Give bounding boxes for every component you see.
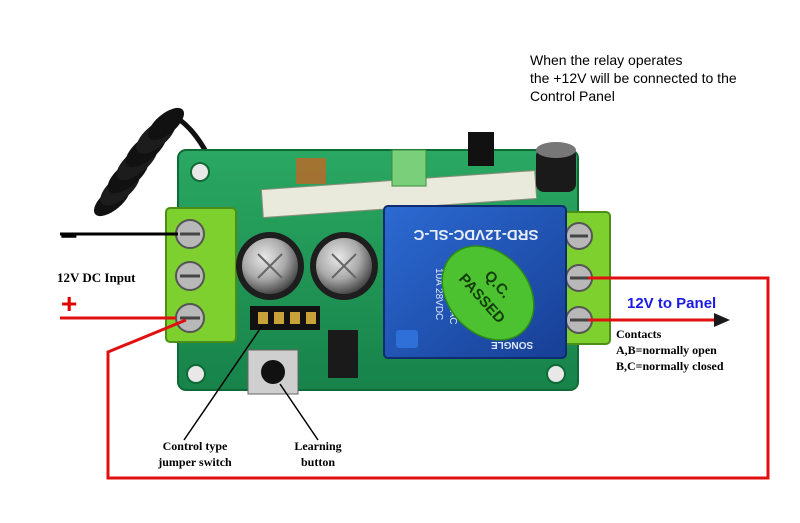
capacitor-2 [310,232,378,300]
ic-chip [328,330,358,378]
learning-label-line-2: button [300,455,335,469]
qc-passed-sticker: Q.C. PASSED [441,245,535,341]
button-pointer-line [279,383,319,441]
input-terminal-block [165,207,237,343]
capacitor-1 [236,232,304,300]
positive-symbol: + [61,288,78,319]
jumper-pointer-line [183,325,263,441]
jumper-switch-label: Control type jumper switch [140,438,250,470]
antenna-coil [93,107,223,217]
learning-label-line-1: Learning [294,439,342,453]
positive-loop-wire [106,276,770,480]
small-capacitor [536,148,576,192]
relay-brand-text: SONGLE [491,339,534,350]
relay-operation-note: When the relay operates the +12V will be… [530,51,737,105]
note-line-1: When the relay operates [530,52,683,68]
contacts-line-1: A,B=normally open [616,343,717,357]
learning-button-label: Learning button [282,438,354,470]
learning-button [247,349,299,395]
note-line-2: the +12V will be connected to the [530,70,737,86]
note-line-3: Control Panel [530,88,615,104]
negative-symbol: − [60,220,78,253]
jumper-label-line-2: jumper switch [158,455,232,469]
dc-input-label: 12V DC Input [57,270,136,285]
output-arrow-icon [714,313,730,327]
to-panel-label: 12V to Panel [627,295,717,312]
contacts-title: Contacts [616,327,662,341]
jumper-switch [250,306,320,330]
relay-rating-2-text: 10A 28VDC [433,268,444,320]
contacts-line-2: B,C=normally closed [616,359,724,373]
jumper-label-line-1: Control type [162,439,228,453]
contacts-legend: Contacts A,B=normally open B,C=normally … [616,326,724,374]
relay-model-text: SRD-12VDC-SL-C [413,226,538,243]
